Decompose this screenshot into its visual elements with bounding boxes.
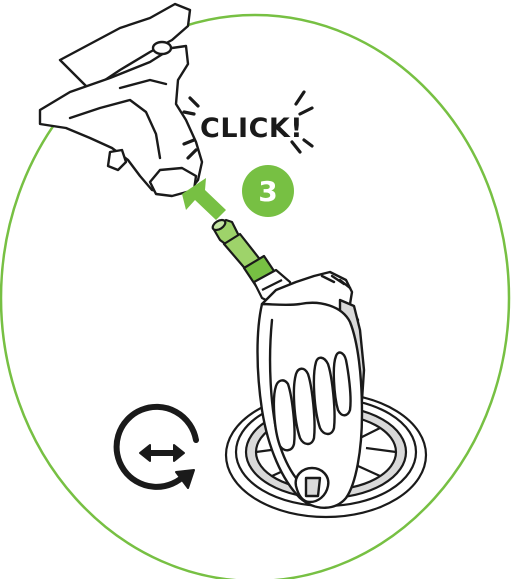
click-label: CLICK!	[200, 113, 303, 144]
step-number-badge: 3	[242, 165, 294, 217]
handle-receiver	[40, 4, 202, 196]
rotate-arrows-icon	[117, 407, 196, 488]
step-number: 3	[258, 175, 277, 208]
